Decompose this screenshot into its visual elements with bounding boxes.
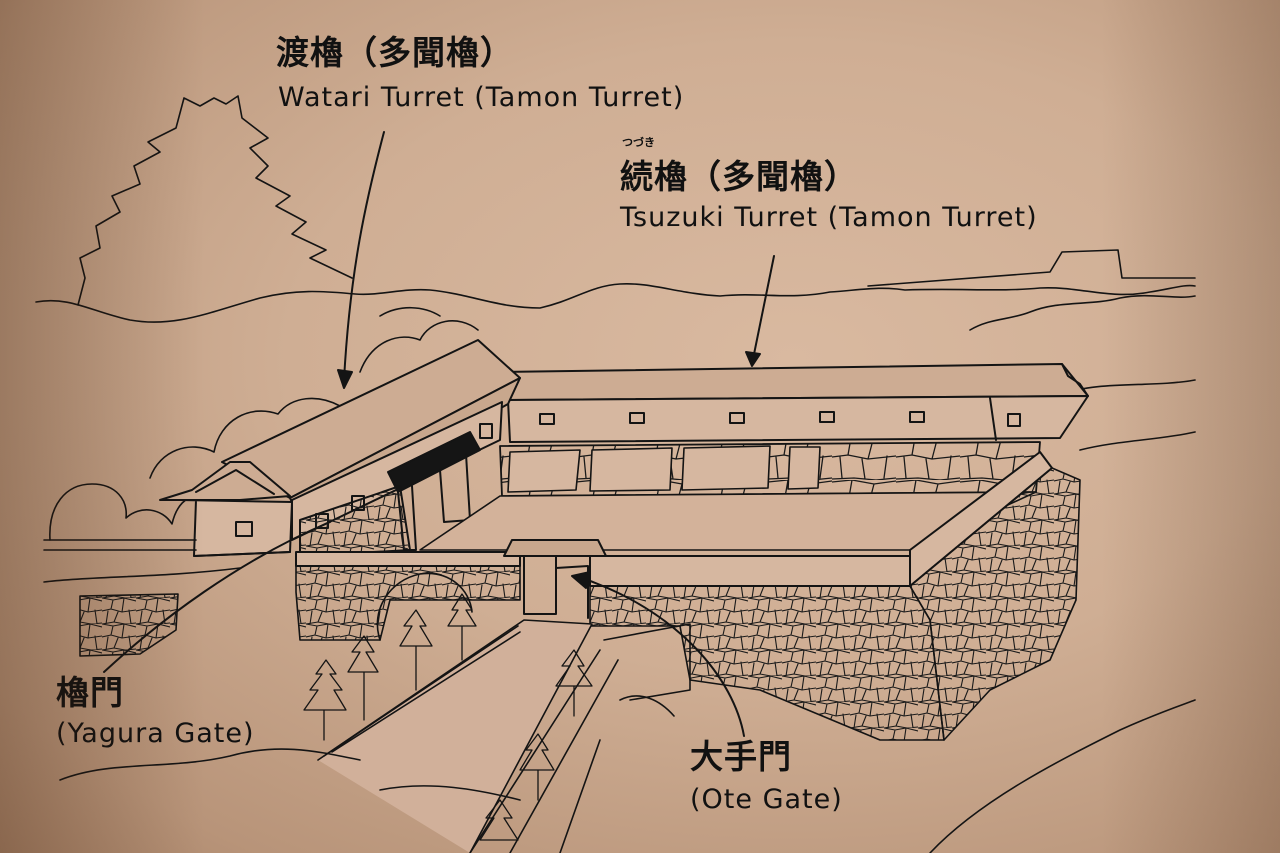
courtyard-walls — [295, 451, 1081, 741]
conifer-trees — [303, 593, 593, 841]
yagura-gate-english-label: (Yagura Gate) — [56, 718, 255, 749]
yagura-gate-stone — [43, 539, 241, 657]
tsuzuki-stone-wall — [499, 441, 1041, 497]
watari-turret-japanese-label: 渡櫓（多聞櫓） — [276, 33, 514, 72]
ote-gate-structure — [503, 539, 607, 619]
watari-turret-building — [159, 339, 521, 557]
ote-arrow — [575, 575, 745, 737]
tsuzuki-arrow — [751, 255, 775, 365]
approach-paths — [59, 619, 1196, 853]
watari-turret-english-label: Watari Turret (Tamon Turret) — [278, 82, 685, 113]
ote-gate-english-label: (Ote Gate) — [690, 784, 843, 815]
ote-gate-japanese-label: 大手門 — [690, 737, 792, 776]
main-keep-silhouette — [77, 95, 353, 306]
yagura-arrow — [103, 521, 331, 673]
hill-lines — [35, 249, 1196, 451]
tsuzuki-turret-building — [499, 363, 1089, 443]
foreground-bushes — [376, 572, 675, 717]
yagura-gate-japanese-label: 櫓門 — [56, 673, 124, 712]
tsuzuki-ruby-reading: つづき — [622, 136, 655, 149]
leader-arrows — [103, 131, 775, 737]
tsuzuki-turret-english-label: Tsuzuki Turret (Tamon Turret) — [620, 202, 1038, 233]
tsuzuki-turret-japanese-label: 続櫓（多聞櫓） — [620, 157, 858, 196]
watari-arrow — [343, 131, 385, 381]
